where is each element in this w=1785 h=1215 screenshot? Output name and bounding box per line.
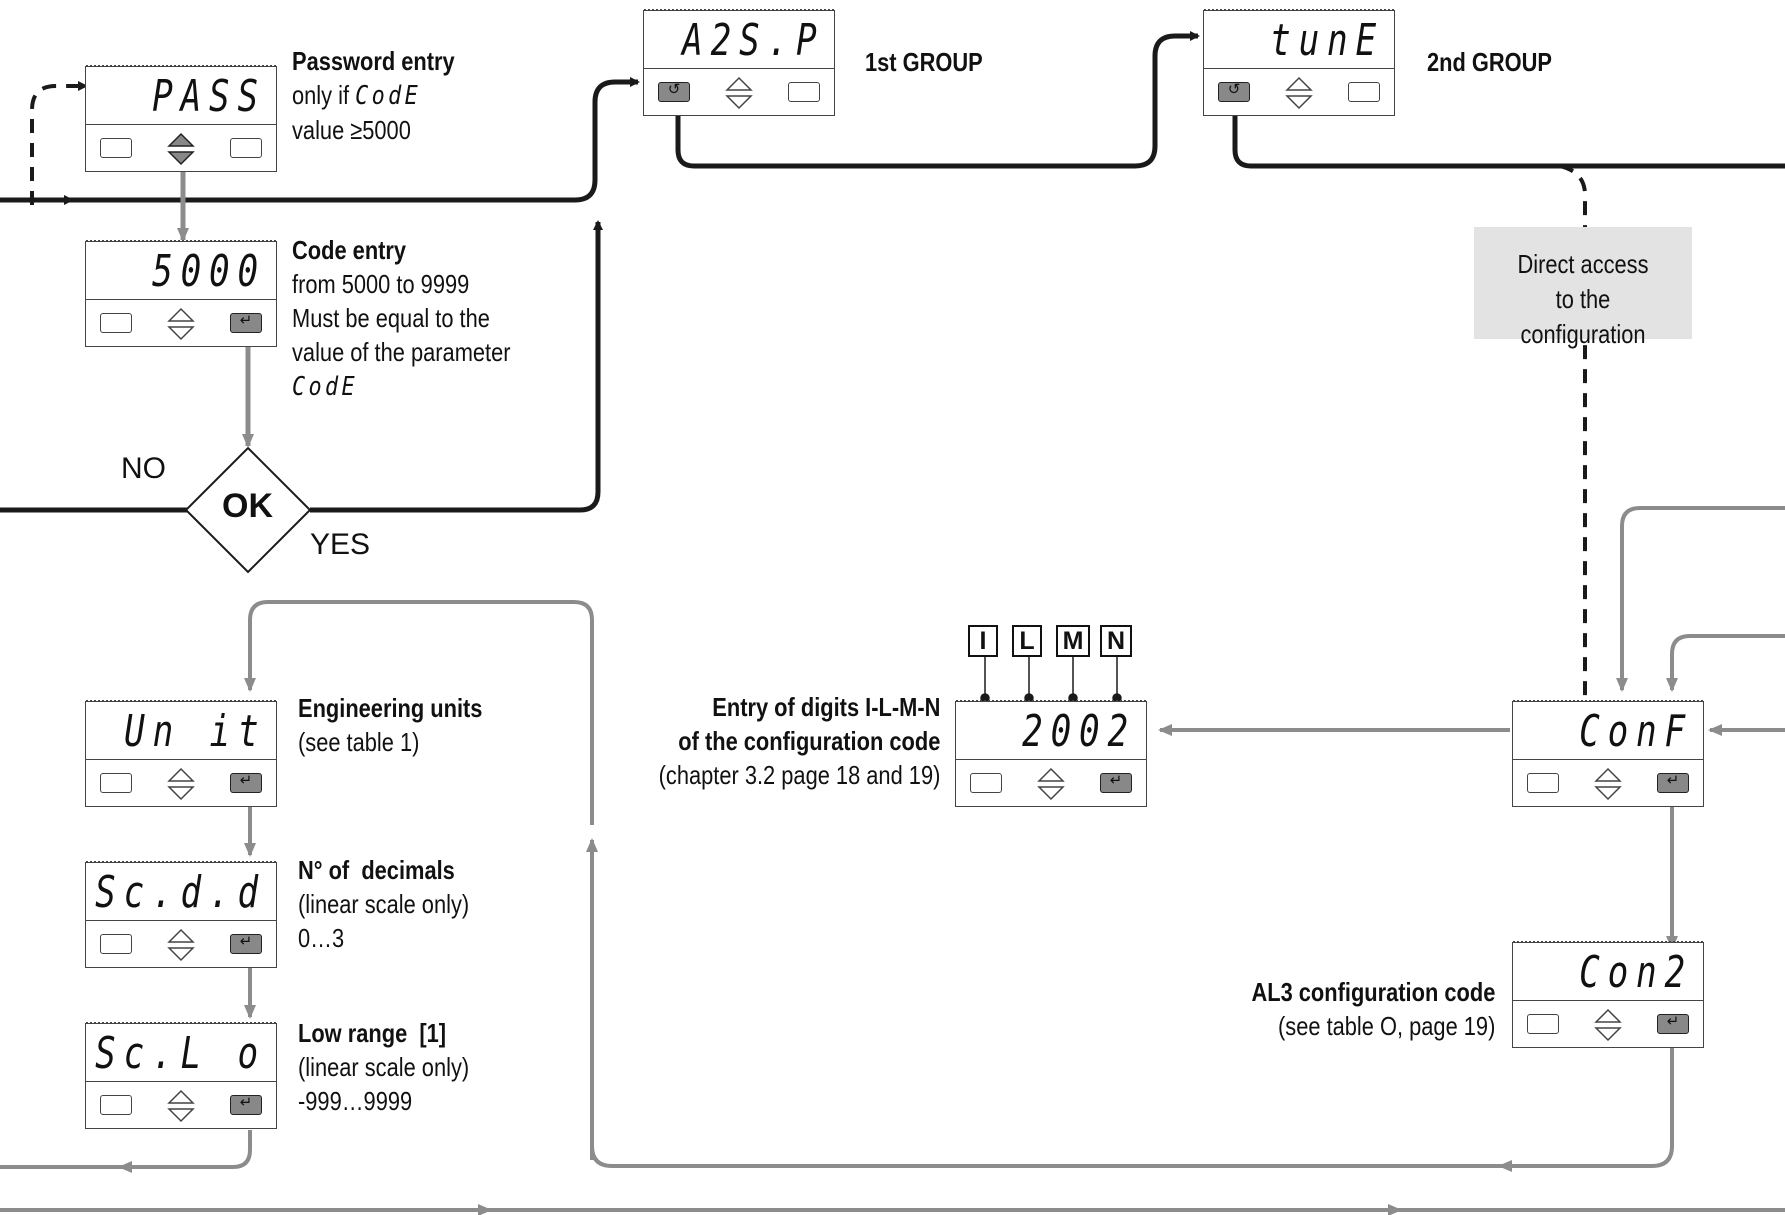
al3-config-label: AL3 configuration code (see table O, pag… (1251, 977, 1495, 1041)
left-key[interactable] (100, 934, 132, 954)
up-down-arrows-icon[interactable] (1592, 1006, 1624, 1044)
display-con2: Con2 (1512, 941, 1704, 1048)
display-pass: PASS (85, 65, 277, 172)
display-unit-text: Un it (123, 706, 266, 757)
no-label: NO (121, 452, 166, 485)
up-down-arrows-icon[interactable] (165, 926, 197, 964)
yes-label: YES (310, 528, 371, 561)
enter-key[interactable] (1657, 1012, 1689, 1034)
direct-access-line2: to the configuration (1520, 284, 1646, 349)
display-a2sp: A2S.P (643, 9, 835, 116)
up-down-arrows-icon[interactable] (1283, 74, 1315, 112)
display-tune: tunE (1203, 9, 1395, 116)
group-link-line (675, 31, 1200, 169)
group1-label: 1st GROUP (865, 47, 983, 77)
digit-box-m: M (1056, 625, 1090, 657)
digit-box-n: N (1100, 625, 1132, 657)
enter-key[interactable] (230, 311, 262, 333)
return-loop-line (244, 600, 594, 825)
cycle-key[interactable] (658, 80, 690, 102)
display-a2sp-text: A2S.P (681, 15, 824, 66)
digit-box-i: I (968, 625, 998, 657)
up-down-arrows-icon[interactable] (723, 74, 755, 112)
main-flow-line (0, 77, 640, 203)
display-code-text: 5000 (152, 246, 266, 297)
left-key[interactable] (100, 313, 132, 333)
up-down-arrows-icon[interactable] (165, 305, 197, 343)
ok-diamond (184, 446, 312, 574)
display-scdd-text: Sc.d.d (95, 867, 266, 918)
up-down-arrows-icon[interactable] (165, 765, 197, 803)
display-unit: Un it (85, 700, 277, 807)
display-scdd: Sc.d.d (85, 861, 277, 968)
display-2002: 2002 (955, 700, 1147, 807)
ok-label: OK (222, 487, 273, 525)
digit-box-l: L (1012, 625, 1042, 657)
up-down-arrows-icon[interactable] (1592, 765, 1624, 803)
left-key[interactable] (1527, 773, 1559, 793)
password-entry-label: Password entry only if CodE value ≥5000 (292, 46, 455, 145)
left-key[interactable] (1527, 1014, 1559, 1034)
enter-key[interactable] (1657, 771, 1689, 793)
code-entry-label: Code entry from 5000 to 9999 Must be equ… (292, 235, 511, 402)
cycle-key[interactable] (1218, 80, 1250, 102)
decimals-label: N° of decimals (linear scale only) 0…3 (298, 855, 470, 953)
low-range-label: Low range [1] (linear scale only) -999…9… (298, 1018, 470, 1116)
display-conf-text: ConF (1579, 706, 1693, 757)
enter-key[interactable] (230, 771, 262, 793)
up-down-arrows-icon[interactable] (1035, 765, 1067, 803)
yes-branch-line (310, 220, 603, 513)
enter-key[interactable] (1100, 771, 1132, 793)
right-key[interactable] (788, 82, 820, 102)
direct-access-line1: Direct access (1517, 249, 1649, 279)
dashed-entry-line (30, 81, 88, 205)
display-2002-text: 2002 (1022, 706, 1136, 757)
enter-key[interactable] (230, 1093, 262, 1115)
enter-key[interactable] (230, 932, 262, 954)
up-down-arrows-icon[interactable] (165, 130, 197, 168)
left-key[interactable] (100, 1095, 132, 1115)
display-sclo-text: Sc.L o (95, 1028, 266, 1079)
entry-digits-label: Entry of digits I-L-M-N of the configura… (658, 692, 940, 790)
display-code: 5000 (85, 240, 277, 347)
left-key[interactable] (100, 138, 132, 158)
display-con2-text: Con2 (1579, 947, 1693, 998)
direct-access-dashed-line (1559, 164, 1590, 717)
display-sclo: Sc.L o (85, 1022, 277, 1129)
right-key[interactable] (1348, 82, 1380, 102)
right-key[interactable] (230, 138, 262, 158)
group2-label: 2nd GROUP (1427, 47, 1552, 77)
left-key[interactable] (100, 773, 132, 793)
engineering-units-label: Engineering units (see table 1) (298, 693, 483, 757)
direct-access-note: Direct access to the configuration (1474, 227, 1692, 349)
display-conf: ConF (1512, 700, 1704, 807)
display-pass-text: PASS (152, 71, 266, 122)
display-tune-text: tunE (1270, 15, 1384, 66)
up-down-arrows-icon[interactable] (165, 1087, 197, 1125)
left-key[interactable] (970, 773, 1002, 793)
